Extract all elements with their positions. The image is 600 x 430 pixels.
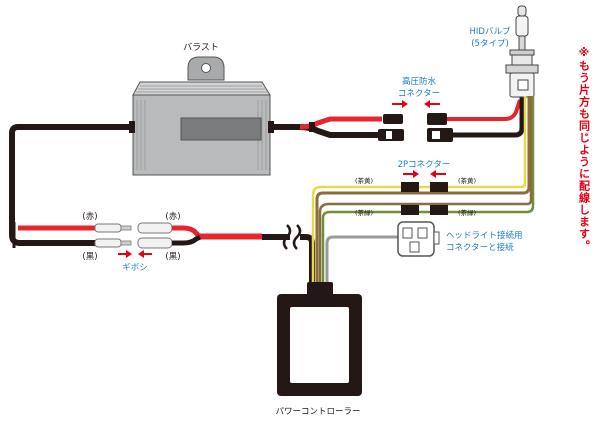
- black-label-left: (黒): [82, 252, 97, 262]
- bulb-green-wire: [321, 96, 535, 288]
- gibosi-male-red: [94, 223, 132, 233]
- two-p-connector-label: 2Pコネクター: [398, 160, 451, 170]
- hv-connector-left: [378, 114, 404, 141]
- hid-bulb-label-line2: (5タイプ): [471, 39, 509, 49]
- arrow-2p-right: [403, 170, 419, 178]
- tea-green-label-right: (茶緑): [458, 208, 476, 217]
- gibosi-male-black: [94, 238, 132, 248]
- controller-black-feed: [300, 234, 315, 288]
- tea-yellow-label-left: (茶黄): [355, 176, 373, 185]
- gibosi-female-black: [137, 237, 173, 249]
- arrow-hv-right: [392, 100, 408, 108]
- power-controller: [277, 282, 362, 396]
- two-p-connector-lower: [401, 205, 448, 215]
- ballast-label: バラスト: [183, 42, 219, 53]
- power-controller-label: パワーコントローラー: [275, 407, 360, 417]
- ballast-output-black: [272, 124, 378, 138]
- hv-connector-label-line1: 高圧防水: [402, 76, 437, 87]
- red-label-right: (赤): [165, 212, 180, 222]
- controller-black-wire: [172, 234, 202, 246]
- hv-connector-label-line2: コネクター: [398, 89, 440, 99]
- headlight-label-line1: ヘッドライト接続用: [446, 230, 523, 241]
- headlight-label-line2: コネクターと接続: [446, 242, 514, 253]
- ballast-black-wire-left: [9, 124, 133, 246]
- arrow-gibosi-right: [118, 250, 132, 258]
- bulb-red-wire: [447, 99, 522, 121]
- headlight-gray-wire: [325, 235, 398, 288]
- red-label-left: (赤): [82, 212, 97, 222]
- headlight-connector: [397, 221, 440, 257]
- tea-yellow-label-right: (茶黄): [458, 176, 476, 185]
- hv-connector-right: [427, 113, 453, 142]
- tea-green-label-left: (茶緑): [355, 208, 373, 217]
- arrow-gibosi-left: [138, 250, 152, 258]
- gibosi-female-red: [137, 222, 173, 234]
- bulb-brown-wire-outer: [315, 96, 531, 288]
- bulb-brown-wire-inner: [318, 96, 533, 288]
- hid-bulb: [505, 5, 539, 98]
- arrow-hv-left: [424, 100, 440, 108]
- wire-break-symbol: [282, 224, 302, 250]
- two-p-connector-upper: [401, 182, 448, 192]
- bulb-yellow-wire: [311, 96, 527, 288]
- black-label-right: (黒): [165, 252, 180, 262]
- gibosi-label: ギボシ: [122, 263, 148, 273]
- bulb-black-wire: [453, 96, 525, 138]
- side-note-vertical: ※もう片方も同じように配線します。: [578, 46, 591, 252]
- hid-bulb-label-line1: HIDバルブ: [470, 26, 511, 37]
- wire-split-clamp: [309, 122, 315, 132]
- ballast-unit: [129, 56, 274, 176]
- controller-red-wire: [172, 225, 262, 240]
- arrow-2p-left: [430, 170, 446, 178]
